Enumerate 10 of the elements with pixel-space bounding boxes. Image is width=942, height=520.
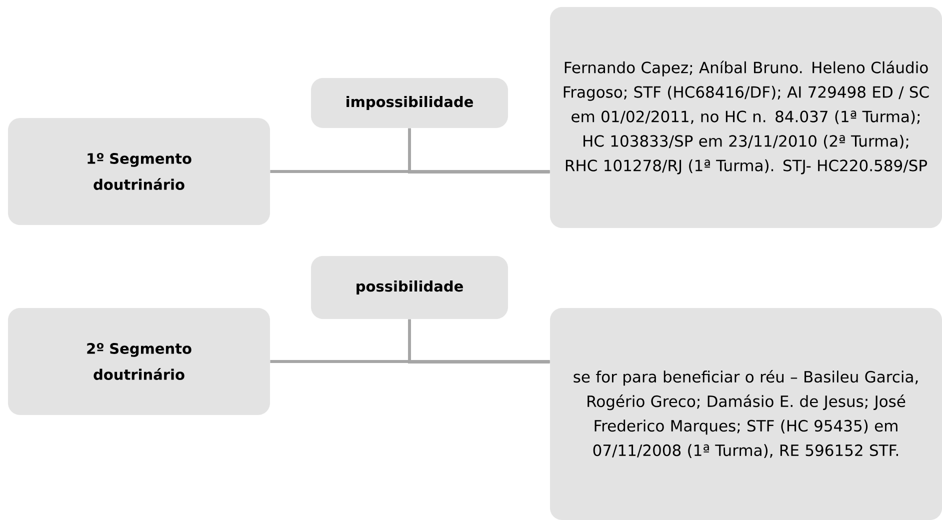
reference-box: se for para beneficiar o réu – Basileu Garcia, Rogério Greco; Damásio E. de Jesus; José Frederico Marques; STF (HC 95435) em 07/11/2008 (1ª Turma), RE 596152 STF. (550, 308, 942, 520)
category-box: impossibilidade (311, 78, 508, 128)
connector-line (270, 360, 550, 363)
segment-box: 2º Segmento doutrinário (8, 308, 270, 415)
connector-line (408, 128, 550, 174)
connector-line (270, 170, 550, 173)
connector-line (408, 319, 550, 364)
category-box: possibilidade (311, 256, 508, 319)
segment-box: 1º Segmento doutrinário (8, 118, 270, 225)
reference-box: Fernando Capez; Aníbal Bruno. Heleno Cláudio Fragoso; STF (HC68416/DF); AI 729498 ED / SC em 01/02/2011, no HC n. 84.037 (1ª Turma); HC 103833/SP em 23/11/2010 (2ª Turma); RHC 101278/RJ (1ª Turma). STJ- HC220.589/SP (550, 7, 942, 228)
